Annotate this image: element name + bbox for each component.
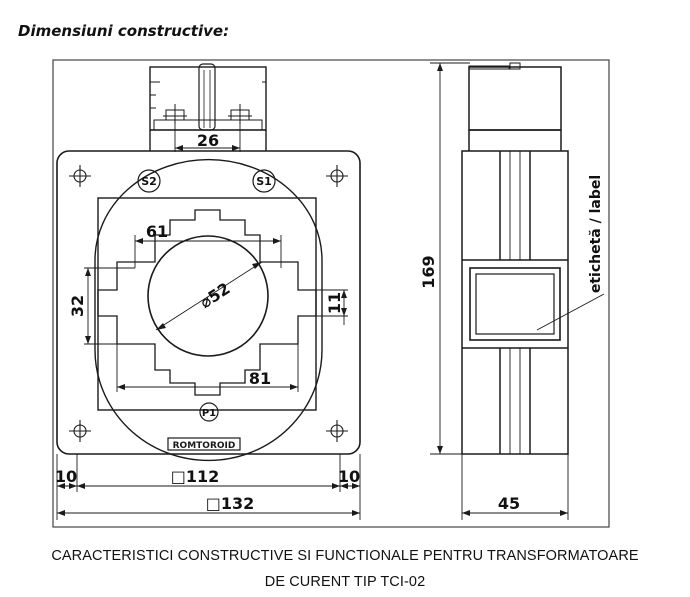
- brand-plate: [167, 437, 241, 451]
- dim-inner-size: □112: [171, 467, 220, 486]
- center-hole: [147, 235, 269, 357]
- section-heading: Dimensiuni constructive:: [18, 22, 230, 40]
- terminal-label-s1: S1: [256, 175, 272, 188]
- terminal-marker-s2: [137, 169, 161, 193]
- mounting-hole-top-right: [326, 165, 348, 187]
- mounting-hole-bottom-right: [326, 420, 348, 442]
- dim-side-height: 169: [419, 255, 438, 288]
- label-area: [469, 267, 561, 341]
- cross-window: [97, 209, 317, 396]
- technical-drawing: S2 S1 P1 ROMTOROID: [52, 59, 610, 528]
- terminal-marker-s1: [252, 169, 276, 193]
- body-outline: [56, 150, 361, 455]
- label-callout: etichetă / label: [588, 175, 604, 293]
- caption-line-2: DE CURENT TIP TCI-02: [264, 574, 426, 590]
- dim-side-depth: 45: [498, 494, 520, 513]
- terminal-label-p1: P1: [202, 408, 216, 419]
- drawing-frame: [52, 59, 610, 528]
- dim-margin-right: 10: [338, 467, 360, 486]
- dim-window-width: 61: [146, 222, 168, 241]
- terminal-marker-p1: [199, 402, 219, 422]
- mounting-hole-top-left: [69, 165, 91, 187]
- caption-line-1: CARACTERISTICI CONSTRUCTIVE SI FUNCTIONA…: [51, 548, 639, 564]
- side-view: [461, 62, 569, 455]
- housing-outline: [94, 158, 323, 462]
- mounting-holes: [69, 165, 348, 442]
- dim-window-slot: 11: [325, 292, 344, 314]
- mounting-hole-bottom-left: [69, 420, 91, 442]
- dim-window-height: 32: [68, 295, 87, 317]
- dim-margin-left: 10: [55, 467, 77, 486]
- brand-plate-text: ROMTOROID: [173, 441, 236, 451]
- side-terminal-box: [468, 66, 562, 131]
- terminal-label-s2: S2: [141, 175, 157, 188]
- dim-window-outer: 81: [249, 369, 271, 388]
- terminal-box: [149, 66, 267, 131]
- dim-outer-size: □132: [206, 494, 255, 513]
- front-view: [56, 63, 361, 462]
- dim-terminal-spacing: 26: [197, 131, 219, 150]
- side-body: [461, 150, 569, 455]
